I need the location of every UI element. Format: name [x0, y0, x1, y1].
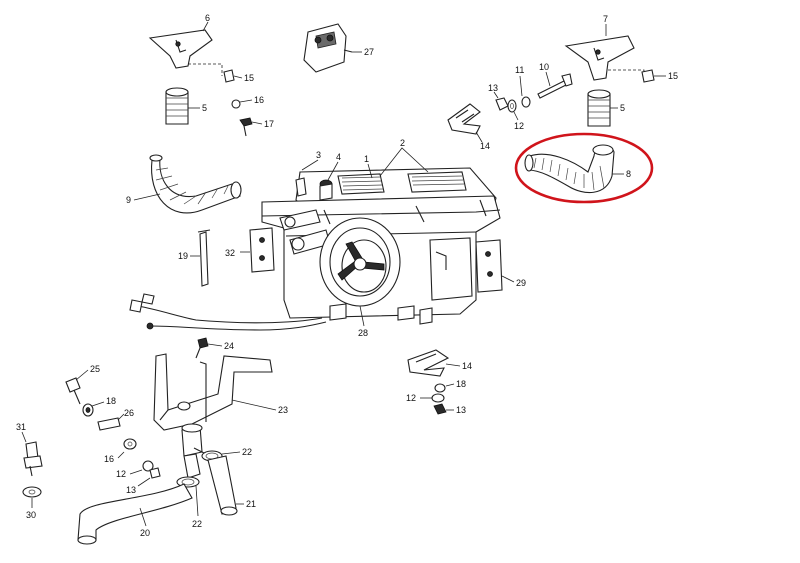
clip-15-left	[223, 69, 243, 83]
heater-hose-21	[207, 455, 244, 516]
label-25: 25	[90, 364, 100, 374]
highlight-circle	[514, 132, 654, 204]
label-29: 29	[516, 278, 526, 288]
screw-17	[239, 117, 263, 137]
blower-resistor-27	[303, 23, 362, 73]
label-32: 32	[225, 248, 235, 258]
label-26: 26	[124, 408, 134, 418]
heater-hose-20	[77, 483, 193, 545]
label-19: 19	[178, 251, 188, 261]
label-12-top: 12	[514, 121, 524, 131]
bracket-14-top	[447, 103, 483, 143]
nut-13-right	[433, 403, 454, 415]
washer-18-right	[434, 383, 455, 393]
label-12-lower-left: 12	[116, 469, 126, 479]
mounting-bracket-7	[564, 24, 635, 81]
label-21: 21	[246, 499, 256, 509]
heater-housing-1	[261, 167, 501, 325]
air-hose-9	[133, 154, 242, 214]
nut-13-lower-left	[137, 467, 161, 487]
label-12-right: 12	[406, 393, 416, 403]
label-30: 30	[26, 510, 36, 520]
label-16-lower: 16	[104, 454, 114, 464]
label-18-right: 18	[456, 379, 466, 389]
washer-16	[231, 99, 253, 109]
label-31: 31	[16, 422, 26, 432]
label-7: 7	[603, 14, 608, 24]
heater-valve	[181, 423, 211, 479]
screw-24	[195, 337, 223, 359]
label-14-top: 14	[480, 141, 490, 151]
washer-12-right	[420, 393, 445, 403]
clip-15-right	[641, 69, 666, 83]
washer-16-lower	[117, 438, 137, 459]
label-15-right: 15	[668, 71, 678, 81]
rod-19	[190, 229, 211, 287]
washer-12-top	[507, 99, 519, 121]
valve-bracket-23	[153, 353, 277, 431]
hose-coupler-5-right	[587, 89, 618, 127]
label-14-lower: 14	[462, 361, 472, 371]
label-17: 17	[264, 119, 274, 129]
wiring-harness	[129, 293, 327, 331]
nut-13-top	[493, 91, 509, 111]
label-4: 4	[336, 152, 341, 162]
label-24: 24	[224, 341, 234, 351]
washer-30	[22, 486, 42, 508]
hose-coupler-5-left	[165, 87, 200, 125]
pin-26	[97, 413, 125, 431]
label-15-left: 15	[244, 73, 254, 83]
label-23: 23	[278, 405, 288, 415]
label-28: 28	[358, 328, 368, 338]
label-10: 10	[539, 62, 549, 72]
label-11: 11	[515, 65, 524, 75]
bolt-25	[65, 369, 89, 405]
washer-11	[519, 75, 531, 108]
label-9: 9	[126, 195, 131, 205]
bracket-32	[240, 227, 275, 273]
bolt-10	[537, 71, 573, 99]
label-1: 1	[364, 154, 369, 164]
label-5-left: 5	[202, 103, 207, 113]
label-13-lower-left: 13	[126, 485, 136, 495]
bolt-31	[21, 431, 43, 477]
label-2: 2	[400, 138, 405, 148]
air-hose-8	[524, 144, 624, 194]
label-6: 6	[205, 13, 210, 23]
bracket-14-lower	[407, 349, 461, 377]
mounting-bracket-6	[148, 21, 213, 69]
label-20: 20	[140, 528, 150, 538]
label-13-top: 13	[488, 83, 498, 93]
washer-18-left	[82, 401, 105, 417]
label-27: 27	[364, 47, 374, 57]
bracket-29	[475, 239, 515, 293]
washer-12-lower-left	[129, 460, 154, 475]
label-5-right: 5	[620, 103, 625, 113]
label-22-upper: 22	[242, 447, 252, 457]
label-3: 3	[316, 150, 321, 160]
label-18-left: 18	[106, 396, 116, 406]
label-13-right: 13	[456, 405, 466, 415]
label-16: 16	[254, 95, 264, 105]
label-8: 8	[626, 169, 631, 179]
hose-clamp-22-upper	[201, 450, 241, 462]
label-22-lower: 22	[192, 519, 202, 529]
